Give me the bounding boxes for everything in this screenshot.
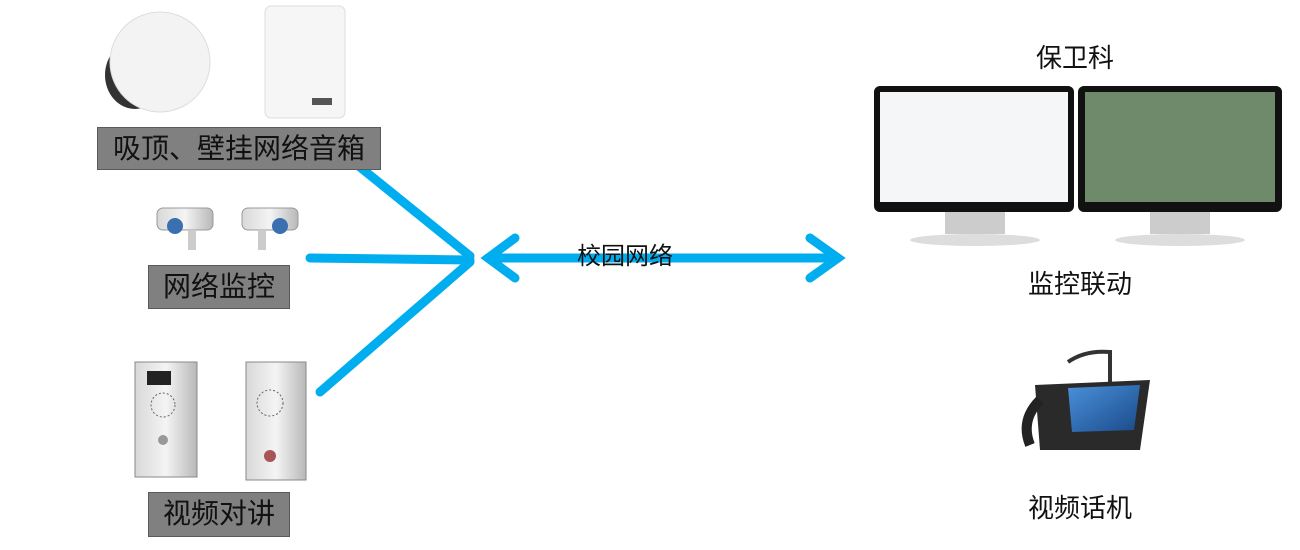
monitor-icon bbox=[1078, 86, 1282, 246]
camera-icon bbox=[241, 207, 299, 250]
network-label: 校园网络 bbox=[577, 242, 673, 270]
security-office-label: 保卫科 bbox=[1035, 44, 1114, 74]
monitor-linkage-label: 监控联动 bbox=[1027, 270, 1132, 300]
camera-label: 网络监控 bbox=[148, 265, 290, 309]
monitor-icon bbox=[874, 86, 1074, 246]
link-line bbox=[305, 253, 475, 265]
camera-icon bbox=[156, 207, 214, 250]
wall-speaker-icon bbox=[264, 5, 346, 119]
intercom-icon bbox=[245, 361, 307, 481]
arrow-head-left bbox=[480, 233, 520, 283]
ceiling-speaker-icon bbox=[105, 11, 211, 113]
link-line bbox=[340, 150, 475, 261]
intercom-icon bbox=[134, 361, 198, 478]
video-phone-label: 视频话机 bbox=[1027, 494, 1132, 524]
speaker-label: 吸顶、壁挂网络音箱 bbox=[97, 127, 381, 170]
video-phone-icon bbox=[1021, 349, 1150, 450]
arrow-head-right bbox=[805, 233, 846, 283]
link-line bbox=[315, 257, 475, 397]
intercom-label: 视频对讲 bbox=[148, 492, 290, 537]
